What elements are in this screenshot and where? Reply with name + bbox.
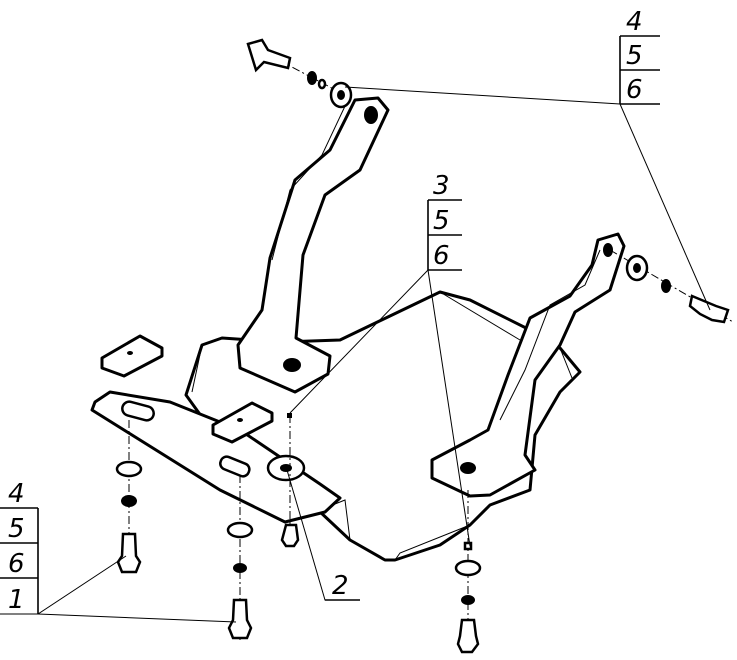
spacer-pad-left (100, 334, 164, 378)
bottom-hardware-left (115, 420, 143, 575)
bolt (246, 38, 292, 73)
callout-bottom-left-item: 4 (8, 479, 25, 509)
strap-slot-left (121, 400, 155, 422)
nut (661, 279, 671, 293)
bolt (688, 294, 730, 324)
bolt (456, 618, 480, 654)
lock-washer (233, 563, 247, 573)
callout-center: 3 5 6 (427, 171, 462, 271)
right-bracket-hole (603, 243, 613, 257)
mounting-strap (90, 390, 342, 524)
bottom-hardware-middle (226, 475, 254, 640)
right-bracket (430, 232, 626, 498)
callout-center-item: 6 (433, 241, 450, 271)
callout-top-right-item: 6 (626, 75, 643, 105)
spacer-pad-center (211, 401, 274, 444)
callout-top-right-item: 5 (626, 41, 643, 71)
nut (307, 71, 317, 85)
bolt (280, 523, 300, 548)
right-hardware-stack (609, 249, 734, 324)
callout-bottom-left-item: 6 (8, 549, 25, 579)
strap-slot-right (219, 455, 251, 478)
callout-part-2-label: 2 (332, 571, 349, 601)
lock-washer (121, 495, 137, 507)
callout-top-right-item: 4 (626, 7, 643, 37)
callout-part-2: 2 (325, 571, 360, 601)
callout-center-item: 3 (433, 171, 450, 201)
washer (115, 460, 143, 478)
callout-bottom-left-item: 5 (8, 514, 25, 544)
right-bracket-foot-hole (460, 462, 476, 474)
callout-bottom-left: 4 5 6 1 (0, 479, 39, 615)
washer (226, 521, 254, 539)
bolt (227, 598, 253, 640)
lock-washer (461, 595, 475, 605)
lock-washer (317, 78, 327, 90)
bottom-hardware-center (280, 413, 300, 548)
callout-center-item: 5 (433, 206, 450, 236)
washer (454, 559, 482, 577)
top-hardware-stack (246, 38, 353, 109)
bottom-hardware-right (454, 490, 482, 654)
callout-top-right: 4 5 6 (619, 7, 660, 105)
bolt (116, 532, 142, 574)
callout-bottom-left-item: 1 (8, 585, 25, 615)
left-bracket-foot-hole (283, 358, 301, 372)
left-bracket-hole (364, 106, 378, 124)
